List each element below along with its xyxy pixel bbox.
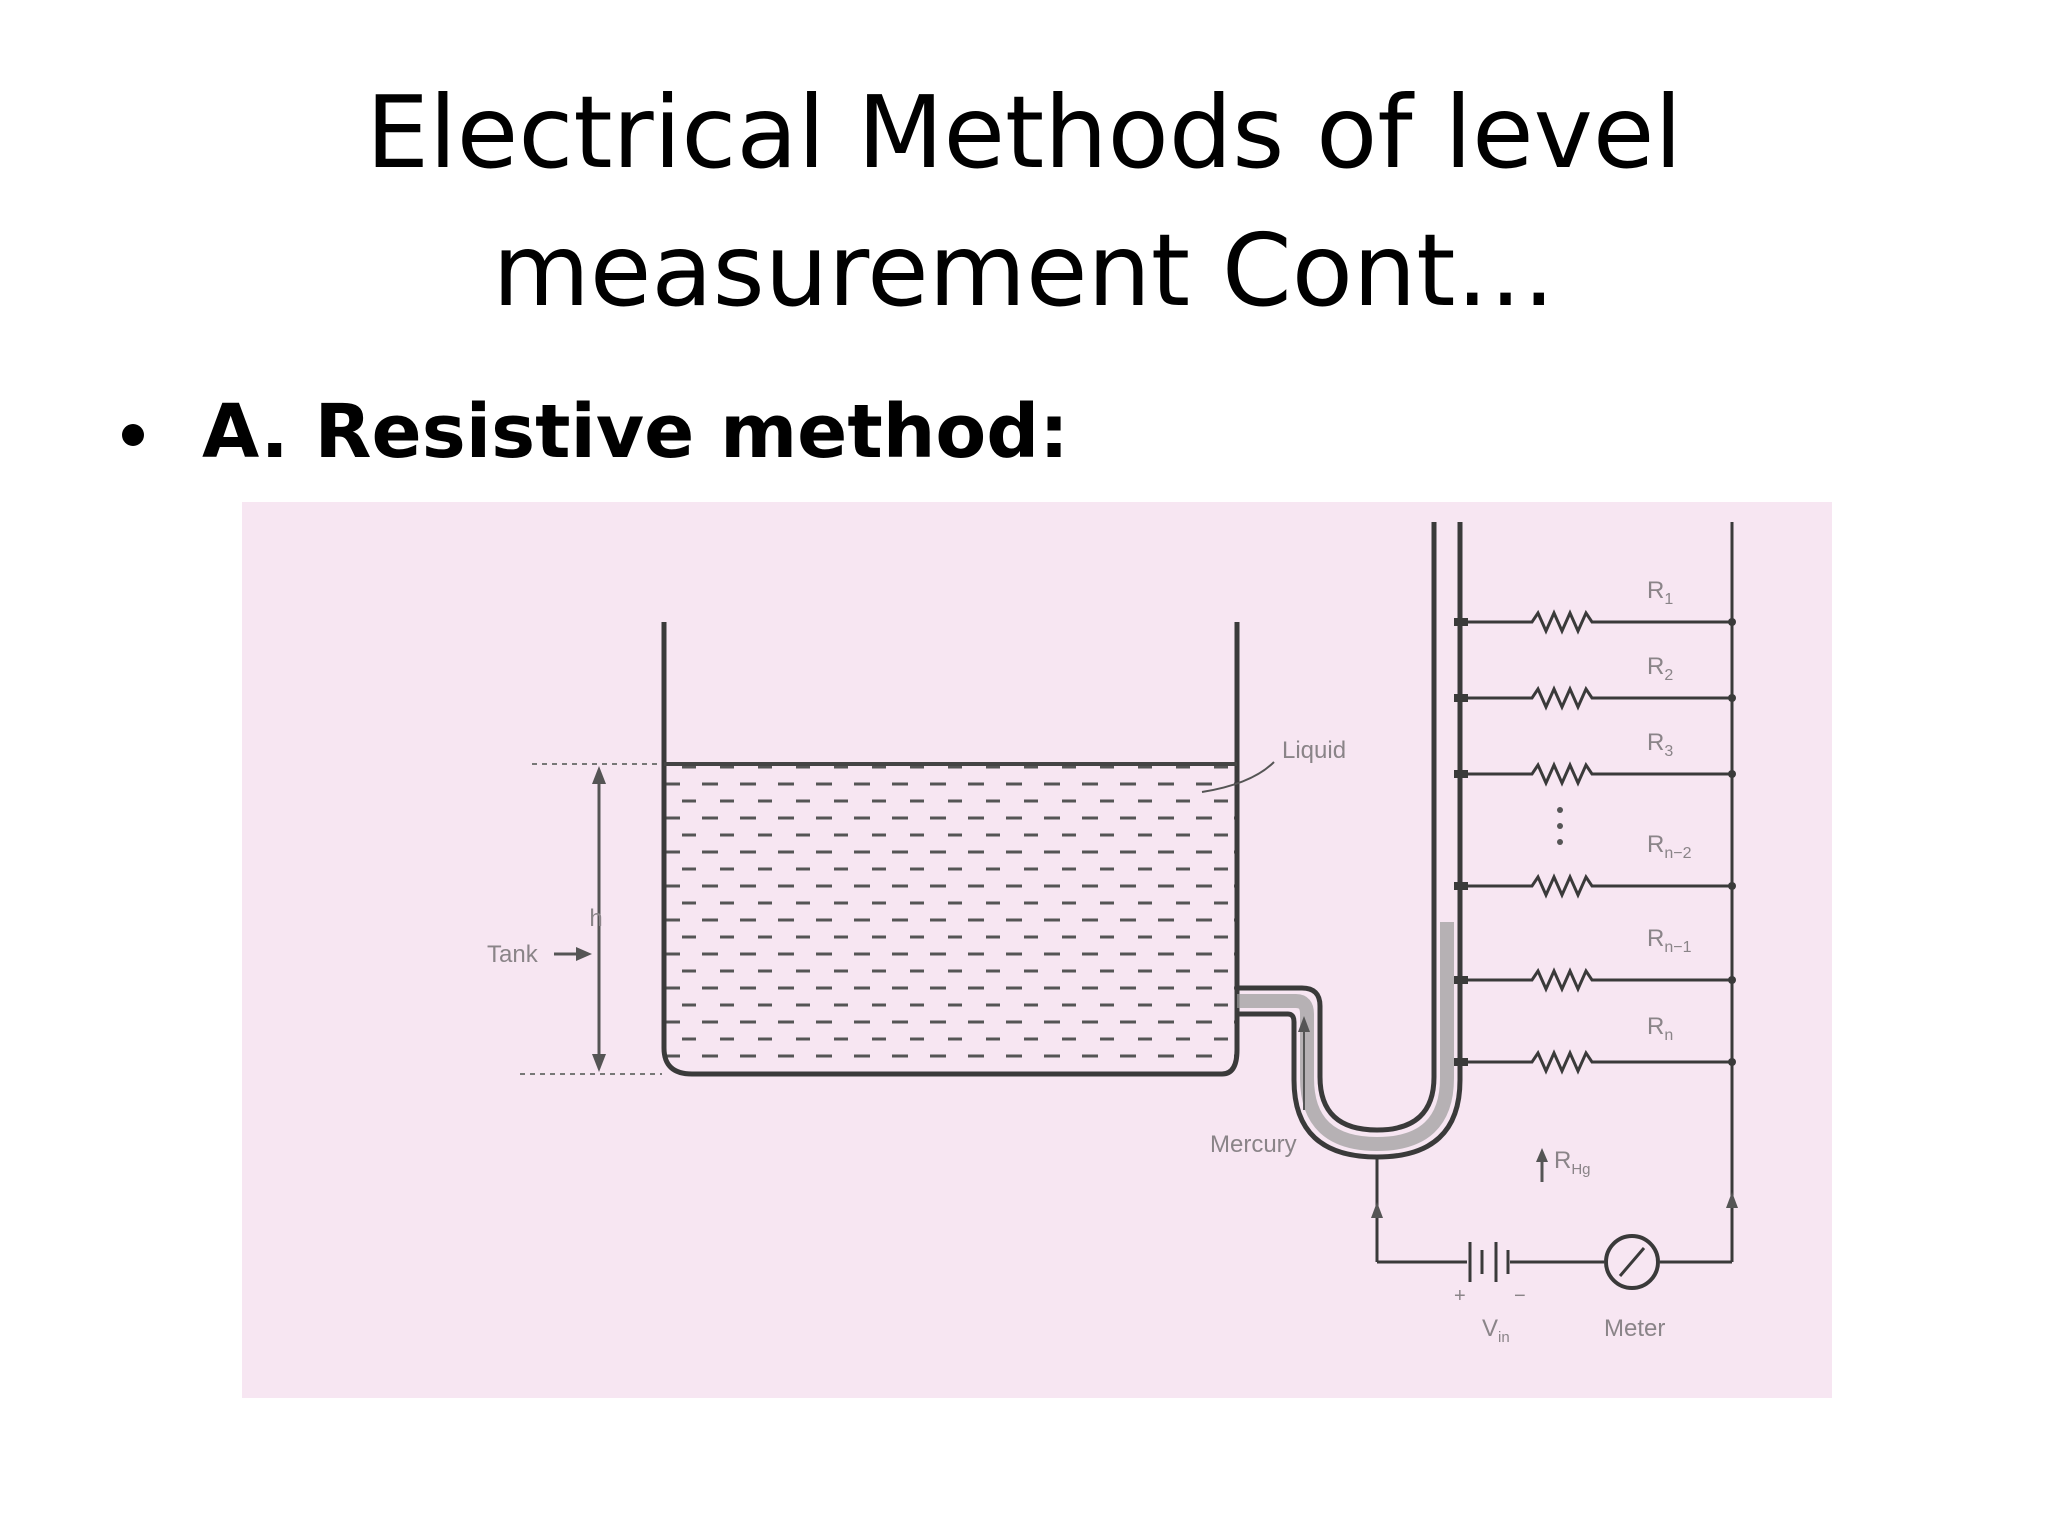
slide-title: Electrical Methods of level measurement …: [0, 64, 2048, 340]
bus-junctions: [1728, 618, 1736, 1066]
bullet-dot-icon: [122, 424, 144, 446]
bullet-item: A. Resistive method:: [122, 382, 1069, 482]
resistor-ladder: [1460, 522, 1734, 1262]
resistor-rn-1: [1460, 967, 1732, 993]
mercury-pointer-head: [1298, 1016, 1310, 1032]
meter-icon: [1604, 1234, 1660, 1290]
resistor-r2: [1460, 685, 1732, 711]
slide-title-line-1: Electrical Methods of level: [365, 74, 1683, 191]
resistor-label-r3: R3: [1647, 729, 1673, 760]
liquid-pointer: [1201, 761, 1275, 793]
battery-plus-label: +: [1454, 1285, 1466, 1307]
resistor-label-r1: R1: [1647, 577, 1673, 608]
diagram-svg: h Tank Liquid Mercury: [487, 522, 1738, 1346]
r-hg-pointer-head: [1536, 1148, 1548, 1162]
circuit-arrow-right: [1726, 1192, 1738, 1208]
height-arrow-head-up: [592, 766, 606, 784]
mercury-column: [1237, 922, 1454, 1152]
resistor-rn: [1460, 1049, 1732, 1075]
resistor-label-rn: Rn: [1647, 1013, 1673, 1044]
voltage-label: Vin: [1482, 1315, 1510, 1346]
battery-minus-label: −: [1514, 1285, 1526, 1307]
manometer-tube-inner: [1237, 522, 1463, 1160]
tank-wall: [661, 622, 1240, 1077]
mercury-label: Mercury: [1210, 1131, 1297, 1158]
resistor-label-r2: R2: [1647, 653, 1673, 684]
height-arrow-head-down: [592, 1054, 606, 1072]
resistor-rn-2: [1460, 873, 1732, 899]
meter-needle: [1618, 1247, 1646, 1277]
bullet-text: A. Resistive method:: [202, 389, 1069, 475]
height-label: h: [589, 905, 602, 932]
liquid-label: Liquid: [1282, 737, 1346, 764]
resistor-r3: [1460, 761, 1732, 787]
ladder-ellipsis-icon: [1557, 807, 1563, 845]
slide-title-line-2: measurement Cont…: [492, 212, 1556, 329]
battery-icon: [1468, 1242, 1510, 1282]
tank-label: Tank: [487, 941, 539, 968]
resistor-label-rn-2: Rn−2: [1647, 831, 1692, 862]
circuit-arrow-left: [1371, 1202, 1383, 1218]
resistor-label-rn-1: Rn−1: [1647, 925, 1692, 956]
resistive-method-diagram: h Tank Liquid Mercury: [242, 502, 1832, 1398]
tank-pointer-head: [576, 947, 592, 961]
manometer-tube-outer: [1237, 522, 1437, 1133]
tank-liquid: [664, 764, 1237, 1074]
resistor-r1: [1460, 609, 1732, 635]
meter-label: Meter: [1604, 1315, 1665, 1342]
r-hg-label: RHg: [1554, 1147, 1591, 1178]
